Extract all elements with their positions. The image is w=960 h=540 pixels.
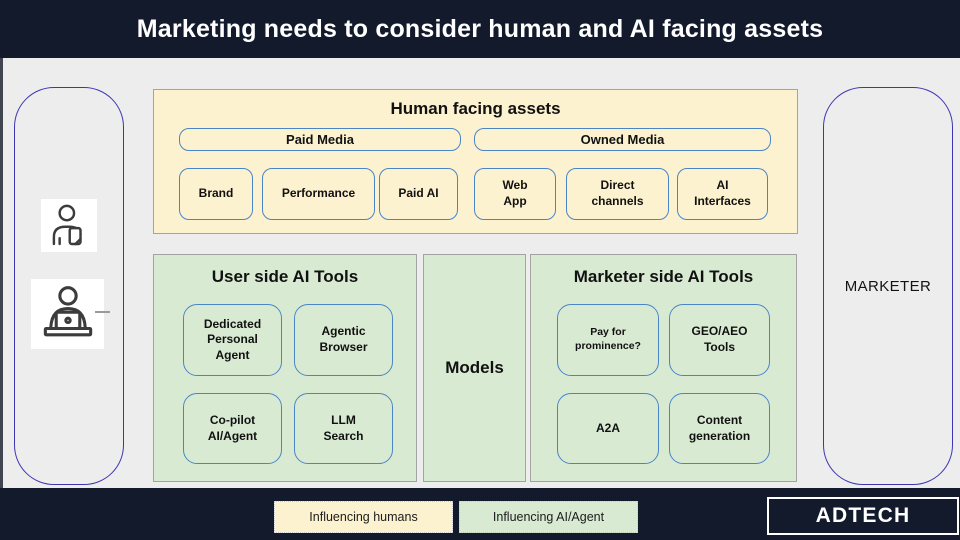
chip-geo-aeo-tools: GEO/AEO Tools xyxy=(669,304,770,376)
left-edge-divider xyxy=(0,58,3,488)
marketer-label: MARKETER xyxy=(844,277,932,295)
human-facing-assets-box: Human facing assets Paid Media Owned Med… xyxy=(153,89,798,234)
models-box: Models xyxy=(423,254,526,482)
chip-performance: Performance xyxy=(262,168,375,220)
chip-direct-channels: Direct channels xyxy=(566,168,669,220)
user-tools-title: User side AI Tools xyxy=(211,267,359,286)
chip-agentic-browser: Agentic Browser xyxy=(294,304,393,376)
user-actor-panel xyxy=(14,87,124,485)
chip-dedicated-personal-agent: Dedicated Personal Agent xyxy=(183,304,282,376)
user-side-ai-tools-box: User side AI Tools Dedicated Personal Ag… xyxy=(153,254,417,482)
models-title: Models xyxy=(445,358,504,377)
title-bar: Marketing needs to consider human and AI… xyxy=(0,0,960,58)
chip-web-app: Web App xyxy=(474,168,556,220)
adtech-logo: ADTECH xyxy=(767,497,959,535)
connector-dash xyxy=(95,311,110,313)
person-with-tablet-icon xyxy=(41,199,97,252)
chip-paid-ai: Paid AI xyxy=(379,168,458,220)
person-at-laptop-icon xyxy=(31,279,104,349)
paid-media-header: Paid Media xyxy=(179,128,461,151)
chip-copilot-ai-agent: Co-pilot AI/Agent xyxy=(183,393,282,464)
legend-influencing-ai: Influencing AI/Agent xyxy=(459,501,638,533)
marketer-side-ai-tools-box: Marketer side AI Tools Pay for prominenc… xyxy=(530,254,797,482)
chip-ai-interfaces: AI Interfaces xyxy=(677,168,768,220)
chip-pay-for-prominence: Pay for prominence? xyxy=(557,304,659,376)
legend-influencing-humans: Influencing humans xyxy=(274,501,453,533)
marketer-actor-panel: MARKETER xyxy=(823,87,953,485)
chip-content-generation: Content generation xyxy=(669,393,770,464)
chip-a2a: A2A xyxy=(557,393,659,464)
human-assets-title: Human facing assets xyxy=(390,99,561,118)
adtech-label: ADTECH xyxy=(815,504,911,527)
marketer-tools-title: Marketer side AI Tools xyxy=(573,267,754,286)
chip-brand: Brand xyxy=(179,168,253,220)
owned-media-header: Owned Media xyxy=(474,128,771,151)
chip-llm-search: LLM Search xyxy=(294,393,393,464)
slide-title: Marketing needs to consider human and AI… xyxy=(136,14,824,43)
